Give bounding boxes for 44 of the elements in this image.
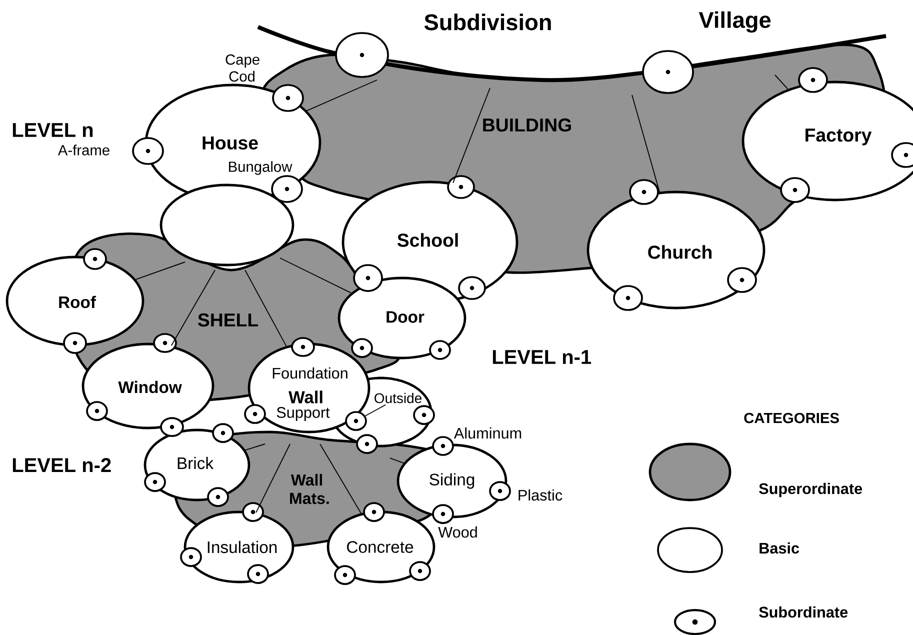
subordinate-circle (780, 177, 810, 203)
connector-line (280, 258, 352, 294)
legend-item: Subordinate (674, 606, 848, 635)
subordinate-circle (271, 175, 303, 203)
connector-line (320, 444, 362, 514)
circle-label: Plastic (518, 489, 562, 501)
circle-label: Support (276, 407, 330, 421)
circle-label: Foundation (272, 367, 348, 379)
level-label: LEVEL n (12, 123, 93, 137)
connector-line (390, 458, 404, 464)
connector-line (774, 74, 788, 90)
subordinate-circle (409, 561, 431, 581)
level-label: LEVEL n-2 (12, 458, 111, 472)
connector-line (135, 262, 186, 280)
basic-ellipse (160, 184, 294, 266)
subordinate-circle (429, 340, 451, 360)
subordinate-circle (335, 32, 389, 78)
connector-line (244, 270, 287, 347)
subordinate-circle (413, 405, 435, 425)
subordinate-circle (891, 142, 913, 168)
legend-item: Superordinate (648, 442, 862, 502)
connector-line (244, 444, 266, 451)
level-label: LEVEL n-1 (492, 350, 592, 364)
subordinate-circle (432, 436, 454, 456)
connector-line (452, 88, 490, 184)
legend-title: CATEGORIES (744, 412, 839, 424)
connector-line (170, 270, 216, 346)
subordinate-circle (132, 137, 164, 165)
subordinate-circle (244, 404, 266, 424)
subordinate-circle (432, 504, 454, 524)
circle-label: Cape Cod (226, 54, 260, 82)
leader-line (364, 404, 386, 416)
subordinate-circle (180, 547, 202, 567)
circle-label: A-frame (58, 144, 110, 156)
subordinate-circle (489, 481, 511, 501)
connector-line (256, 444, 290, 514)
legend-item: Basic (657, 527, 800, 573)
subordinate-circle (212, 423, 234, 443)
circle-label: Aluminum (454, 427, 522, 439)
subordinate-circle (334, 565, 356, 585)
subordinate-circle (160, 417, 184, 437)
connector-line (632, 94, 660, 192)
subordinate-circle (63, 332, 87, 354)
connector-line (306, 80, 378, 112)
